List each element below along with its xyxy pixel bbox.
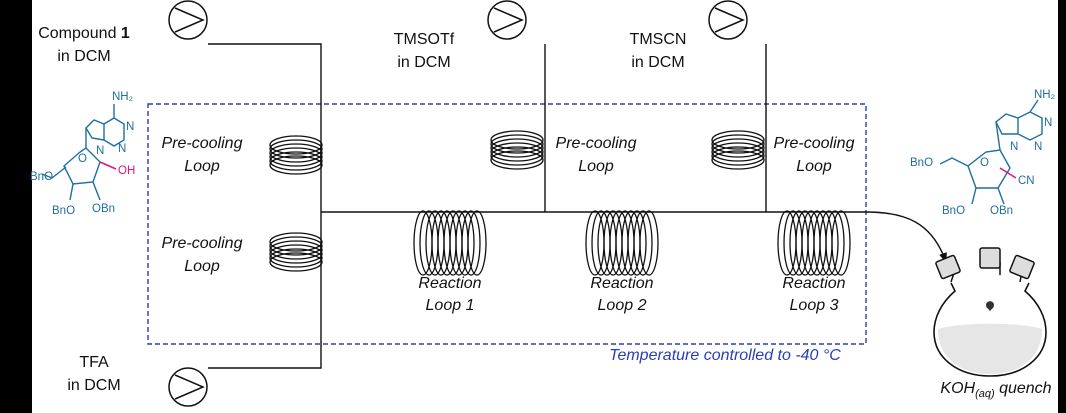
product-structure xyxy=(939,99,1043,205)
reaction-loop-3-label: Reaction xyxy=(782,275,845,292)
svg-text:O: O xyxy=(980,157,989,169)
svg-text:BnO: BnO xyxy=(910,157,933,169)
precooling-label-1: Pre-cooling xyxy=(162,135,243,152)
feed-label-compound-solvent: in DCM xyxy=(57,48,110,65)
feed-label-tfa-solvent: in DCM xyxy=(67,377,120,394)
svg-text:BnO: BnO xyxy=(52,205,75,217)
product-cn-bond xyxy=(999,167,1017,179)
feed-label-tmsotf-solvent: in DCM xyxy=(397,54,450,71)
svg-text:BnO: BnO xyxy=(942,205,965,217)
svg-text:OH: OH xyxy=(118,165,135,177)
reaction-coil-3 xyxy=(777,210,851,276)
svg-text:BnO: BnO xyxy=(30,171,53,183)
precooling-coil-2 xyxy=(269,232,323,272)
starting-material-structure xyxy=(41,104,125,201)
starting-material-labels: NH₂ N N N O OH BnO BnO OBn xyxy=(30,91,135,217)
feed-label-tfa: TFA xyxy=(79,354,109,371)
pump-tmsotf-icon xyxy=(487,0,527,40)
svg-text:OBn: OBn xyxy=(92,203,115,215)
pump-tmscn-icon xyxy=(708,0,748,40)
feed-label-tmsotf: TMSOTf xyxy=(394,31,455,48)
temperature-zone-box xyxy=(147,103,867,345)
pump-tfa-icon xyxy=(168,367,208,407)
quench-flask xyxy=(933,247,1047,377)
svg-text:N: N xyxy=(1034,141,1042,153)
precooling-loop-2: Loop xyxy=(184,258,220,275)
svg-text:CN: CN xyxy=(1018,175,1035,187)
reaction-loop-3-number: Loop 3 xyxy=(790,297,839,314)
feed-label-compound: Compound 1 xyxy=(38,25,130,42)
feed-label-tmscn: TMSCN xyxy=(630,31,687,48)
precooling-coil-1 xyxy=(269,135,323,175)
reaction-loop-2-number: Loop 2 xyxy=(598,297,647,314)
quench-label: KOH(aq) quench xyxy=(940,380,1051,400)
reaction-loop-1-number: Loop 1 xyxy=(426,297,475,314)
precooling-label-4: Pre-cooling xyxy=(774,135,855,152)
precooling-coil-3 xyxy=(490,130,544,170)
svg-text:NH₂: NH₂ xyxy=(1034,89,1055,101)
product-labels: NH₂ N N N O CN BnO BnO OBn xyxy=(910,89,1055,217)
svg-text:N: N xyxy=(126,121,134,133)
reaction-coil-2 xyxy=(585,210,659,276)
precooling-loop-4: Loop xyxy=(796,158,832,175)
svg-text:OBn: OBn xyxy=(990,205,1013,217)
pump-compound-icon xyxy=(168,0,208,40)
precooling-label-2: Pre-cooling xyxy=(162,235,243,252)
reaction-coil-1 xyxy=(413,210,487,276)
svg-text:N: N xyxy=(118,143,126,155)
starting-material-oh-bond xyxy=(99,161,117,170)
svg-text:NH₂: NH₂ xyxy=(112,91,133,103)
precooling-coil-4 xyxy=(711,130,765,170)
svg-text:O: O xyxy=(78,153,87,165)
temperature-note: Temperature controlled to -40 °C xyxy=(609,347,841,364)
precooling-loop-1: Loop xyxy=(184,158,220,175)
svg-text:N: N xyxy=(96,145,104,157)
reaction-loop-1-label: Reaction xyxy=(418,275,481,292)
feed-label-tmscn-solvent: in DCM xyxy=(631,54,684,71)
precooling-loop-3: Loop xyxy=(578,158,614,175)
reaction-loop-2-label: Reaction xyxy=(590,275,653,292)
svg-text:N: N xyxy=(1044,117,1052,129)
svg-text:N: N xyxy=(1010,141,1018,153)
precooling-label-3: Pre-cooling xyxy=(556,135,637,152)
